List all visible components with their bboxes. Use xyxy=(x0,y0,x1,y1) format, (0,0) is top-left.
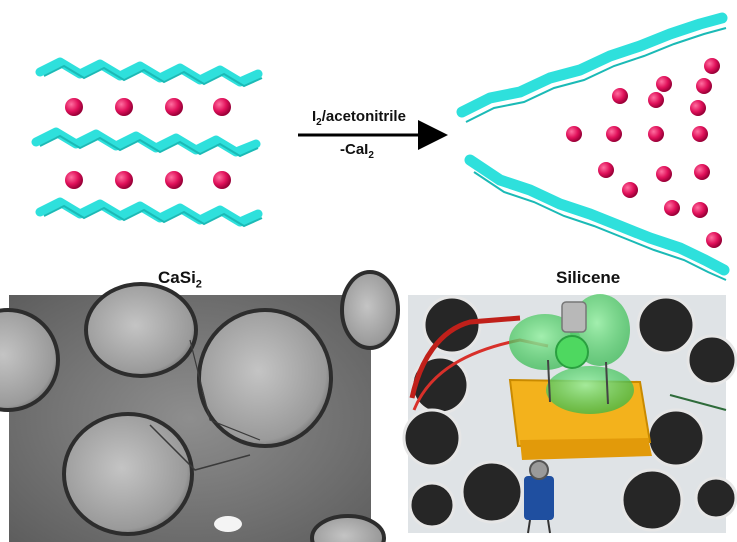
micrograph-hole xyxy=(0,308,60,412)
reaction-reagent: I2/acetonitrile xyxy=(312,108,406,128)
micrograph-hole xyxy=(197,308,333,448)
micrograph-hole xyxy=(62,412,194,536)
silicene-sheet-top xyxy=(456,12,728,123)
casi2-structure xyxy=(31,57,263,228)
photo-background-discs xyxy=(402,295,737,532)
micrograph-hole xyxy=(310,514,386,542)
micrograph-hole xyxy=(84,282,198,378)
label-silicene: Silicene xyxy=(556,268,621,287)
calcium-row-1 xyxy=(65,98,231,116)
calcium-atoms-released xyxy=(566,58,722,248)
silicene-structure xyxy=(456,12,730,281)
silicon-layer-bottom xyxy=(35,197,263,228)
reaction-byproduct: -CaI2 xyxy=(340,141,374,161)
label-casi2: CaSi2 xyxy=(158,268,202,291)
silicon-layer-middle xyxy=(31,127,261,158)
silicon-layer-top xyxy=(35,57,263,88)
calcium-row-2 xyxy=(65,171,231,189)
green-fan xyxy=(509,294,634,414)
silicene-sheet-bottom xyxy=(464,154,730,281)
red-wire xyxy=(409,315,521,399)
silicene-device-photo xyxy=(402,294,737,534)
casi2-micrograph xyxy=(0,270,400,542)
micrograph-hole xyxy=(340,270,400,350)
blue-clip xyxy=(524,460,554,534)
